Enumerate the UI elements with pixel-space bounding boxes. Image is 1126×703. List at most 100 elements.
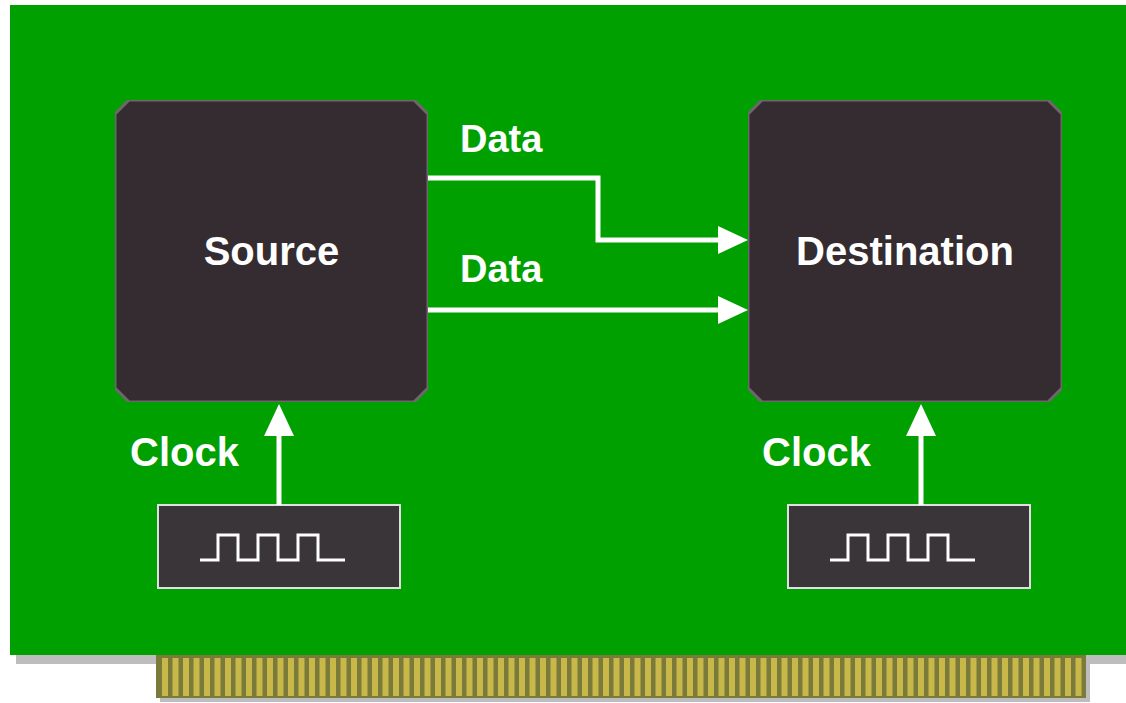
connector-finger [981, 658, 987, 696]
chip-name: Source [204, 229, 340, 274]
connector-finger [477, 658, 483, 696]
connector-finger [1034, 658, 1040, 696]
connector-finger [992, 658, 998, 696]
connector-finger [666, 658, 672, 696]
connector-finger [824, 658, 830, 696]
connector-finger [792, 658, 798, 696]
connector-finger [215, 658, 221, 696]
connector-finger [866, 658, 872, 696]
clock-arrowhead [906, 404, 936, 436]
edge-connector [156, 655, 1086, 698]
connector-finger [855, 658, 861, 696]
connector-finger [698, 658, 704, 696]
connector-finger [1076, 658, 1082, 696]
connector-shadow [160, 658, 1090, 702]
chip: Destination [748, 100, 1062, 402]
connector-finger [803, 658, 809, 696]
connector-finger [404, 658, 410, 696]
connector-finger [509, 658, 515, 696]
clock-waveform [200, 535, 345, 560]
connector-finger [572, 658, 578, 696]
connector-finger [330, 658, 336, 696]
connector-finger [845, 658, 851, 696]
connector-finger [1044, 658, 1050, 696]
connector-finger [488, 658, 494, 696]
data-wire [428, 308, 718, 313]
connector-finger [708, 658, 714, 696]
connector-finger [645, 658, 651, 696]
connector-finger [414, 658, 420, 696]
clock-line [919, 430, 924, 505]
connector-finger [446, 658, 452, 696]
connector-finger [687, 658, 693, 696]
connector-finger [813, 658, 819, 696]
connector-finger [435, 658, 441, 696]
connector-finger [341, 658, 347, 696]
connector-finger [393, 658, 399, 696]
connector-finger [551, 658, 557, 696]
connector-finger [939, 658, 945, 696]
connector-finger [1013, 658, 1019, 696]
connector-finger [456, 658, 462, 696]
connector-finger [635, 658, 641, 696]
connector-finger [908, 658, 914, 696]
connector-fingers [162, 658, 1082, 696]
connector-finger [960, 658, 966, 696]
connector-finger [498, 658, 504, 696]
connector-finger [561, 658, 567, 696]
arrowhead [718, 226, 748, 254]
connector-finger [614, 658, 620, 696]
chip-body [115, 100, 428, 402]
connector-finger [782, 658, 788, 696]
clock-line [277, 430, 282, 505]
connector-finger [897, 658, 903, 696]
data-line [428, 178, 748, 254]
signal-label: Data [460, 250, 542, 288]
connector-finger [309, 658, 315, 696]
connector-finger [278, 658, 284, 696]
connector-finger [771, 658, 777, 696]
connector-finger [729, 658, 735, 696]
connector-finger [624, 658, 630, 696]
connector-finger [362, 658, 368, 696]
oscillator [788, 505, 1030, 588]
connector-finger [750, 658, 756, 696]
connector-finger [971, 658, 977, 696]
connector-finger [467, 658, 473, 696]
connector-finger [1065, 658, 1071, 696]
connector-finger [519, 658, 525, 696]
connector-finger [530, 658, 536, 696]
connector-finger [372, 658, 378, 696]
connector-finger [950, 658, 956, 696]
connector-finger [887, 658, 893, 696]
clock-label: Clock [762, 432, 871, 472]
oscillator [158, 505, 400, 588]
signal-label: Data [460, 120, 542, 158]
circuit-board [10, 5, 1126, 655]
arrowhead [718, 296, 748, 324]
connector-finger [236, 658, 242, 696]
chip-name: Destination [796, 229, 1014, 274]
connector-finger [288, 658, 294, 696]
connector-finger [299, 658, 305, 696]
connector-finger [761, 658, 767, 696]
connector-finger [593, 658, 599, 696]
connector-finger [740, 658, 746, 696]
connector-finger [183, 658, 189, 696]
connector-finger [656, 658, 662, 696]
data-line [428, 296, 748, 324]
connector-finger [918, 658, 924, 696]
data-wire [428, 178, 718, 240]
connector-finger [383, 658, 389, 696]
connector-finger [834, 658, 840, 696]
connector-finger [677, 658, 683, 696]
connector-finger [719, 658, 725, 696]
connector-finger [425, 658, 431, 696]
connector-finger [1055, 658, 1061, 696]
connector-finger [540, 658, 546, 696]
connector-finger [173, 658, 179, 696]
connector-finger [194, 658, 200, 696]
connector-finger [257, 658, 263, 696]
connector-finger [162, 658, 168, 696]
connector-finger [320, 658, 326, 696]
